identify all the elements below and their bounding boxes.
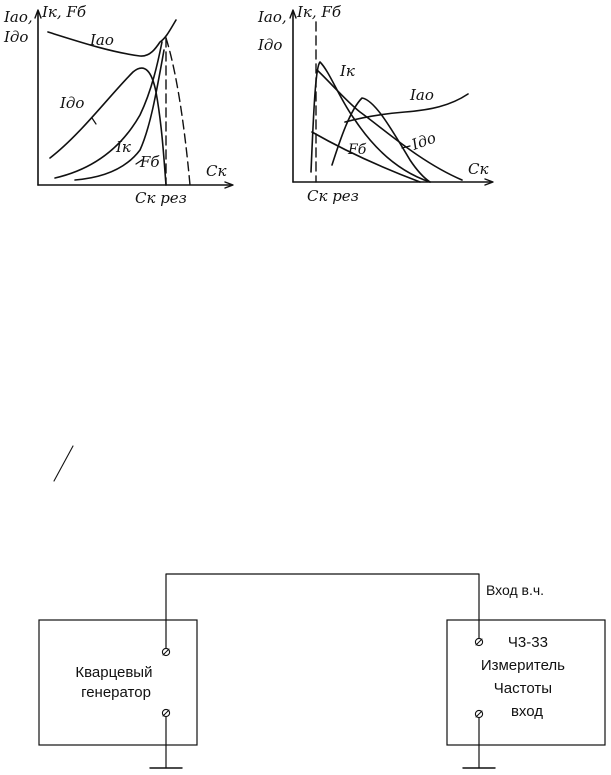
meter-line-4: вход <box>511 703 543 720</box>
meter-line-3: Частоты <box>494 680 552 697</box>
left-curve-iao <box>47 19 177 57</box>
right-y-arrow <box>289 9 297 19</box>
left-dashed-fall <box>165 37 191 186</box>
right-label-ik: Iк <box>339 62 355 80</box>
right-curve-lower <box>311 131 421 183</box>
right-label-ido: Iдо <box>408 128 438 154</box>
meter-terminal-bottom-slash <box>475 710 483 718</box>
generator-box <box>38 619 198 746</box>
right-curve-iao <box>344 93 469 123</box>
schematic: Вход в.ч. Кварцевый генератор Ч3-33 Изме… <box>38 573 606 769</box>
left-y-label-3: Iк, Fб <box>41 3 87 21</box>
right-curve-ido <box>316 69 463 181</box>
left-graph: Iао, Iдо Iк, Fб Iао Iдо Iк Fб Cк Cк рез <box>3 3 234 207</box>
signal-wire <box>165 573 480 649</box>
left-x-arrow <box>224 181 234 189</box>
right-y-label-2: Iдо <box>257 36 282 54</box>
meter-line-2: Измеритель <box>481 657 565 674</box>
left-curve-ik <box>54 41 163 179</box>
right-x-marker-label: Cк рез <box>307 187 359 205</box>
right-leader-ido <box>401 145 411 149</box>
right-graph: Iао, Iдо Iк, Fб Iк Iао Fб Iдо Cк Cк рез <box>257 3 494 205</box>
generator-label: Кварцевый генератор <box>75 664 156 701</box>
left-label-ik: Iк <box>115 138 131 156</box>
generator-terminal-bottom-slash <box>162 709 170 717</box>
right-curve-ik <box>310 61 431 183</box>
left-y-arrow <box>34 9 42 19</box>
meter-box <box>446 619 606 746</box>
left-label-iao: Iао <box>89 31 114 49</box>
right-label-iao: Iао <box>409 86 434 104</box>
right-label-fb: Fб <box>347 142 367 158</box>
generator-line-1: Кварцевый <box>75 664 152 681</box>
input-label: Вход в.ч. <box>486 582 544 598</box>
meter-label: Ч3-33 Измеритель Частоты вход <box>481 634 569 720</box>
left-curve-ido <box>49 67 167 186</box>
meter-terminal-top-slash <box>475 638 483 646</box>
left-leader-ido <box>91 117 97 125</box>
stray-slash-mark <box>53 445 74 482</box>
left-x-label: Cк <box>206 162 226 180</box>
right-y-label-3: Iк, Fб <box>296 3 342 21</box>
generator-line-2: генератор <box>81 684 151 701</box>
left-y-label-1: Iао, <box>3 8 33 26</box>
right-curve-fb <box>331 97 431 183</box>
right-y-label-1: Iао, <box>257 8 287 26</box>
left-curve-fb <box>74 49 165 181</box>
left-label-ido: Iдо <box>59 94 84 112</box>
left-leader-fb <box>135 159 143 165</box>
right-x-arrow <box>484 178 494 186</box>
left-y-label-2: Iдо <box>3 28 28 46</box>
right-x-label: Cк <box>468 160 488 178</box>
left-x-marker-label: Cк рез <box>135 189 187 207</box>
left-label-fb: Fб <box>139 153 160 171</box>
generator-terminal-top-slash <box>162 648 170 656</box>
meter-line-1: Ч3-33 <box>508 634 548 651</box>
